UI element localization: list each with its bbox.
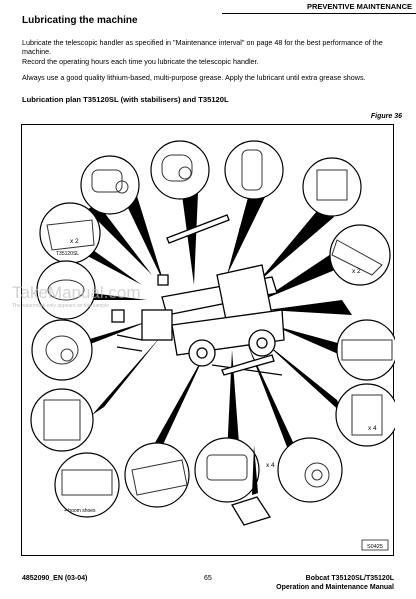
- lubrication-diagram: x 2 T35120SL x 2 x 4 x 4 + boom shoes S0…: [30, 140, 395, 551]
- detail-circle-right-upper: [329, 224, 391, 286]
- page-header: PREVENTIVE MAINTENANCE: [222, 2, 416, 14]
- figure-code: S0425: [367, 544, 383, 550]
- section-title: PREVENTIVE MAINTENANCE: [306, 2, 412, 11]
- detail-circle-bottom-3: [194, 437, 260, 503]
- detail-circle-right-mid: [336, 319, 395, 381]
- paragraph-intro: Lubricate the telescopic handler as spec…: [22, 38, 383, 56]
- footer-doc-id: 4852090_EN (03-04): [22, 575, 88, 582]
- detail-circle-left: [36, 260, 96, 320]
- detail-circle-top-center: [224, 140, 284, 200]
- detail-circle-left-lower: [30, 388, 94, 452]
- detail-circle-top-right: [302, 157, 362, 217]
- detail-circle-left-mid: [31, 319, 93, 381]
- figure-label: Figure 36: [370, 113, 402, 120]
- section-subtitle: Lubrication plan T35120SL (with stabilis…: [22, 95, 229, 104]
- callout-boom-shoes: + boom shoes: [64, 508, 96, 514]
- callout-x4-right: x 4: [368, 425, 377, 432]
- telehandler-drawing: [111, 214, 285, 526]
- footer-model: Bobcat T35120SL/T35120L: [305, 575, 394, 582]
- detail-circle-top-left: [80, 155, 140, 215]
- footer-manual: Operation and Maintenance Manual: [276, 584, 394, 591]
- callout-x2-right: x 2: [352, 268, 361, 275]
- detail-circle-bottom-right: [277, 437, 343, 503]
- watermark-brand: TakeManual.com: [12, 283, 141, 302]
- detail-circle-bottom-2: [124, 442, 190, 508]
- paragraph-grease: Always use a good quality lithium-based,…: [22, 73, 366, 82]
- watermark-note: The watermark only appears on this sampl…: [12, 303, 109, 309]
- callout-x4-bottom: x 4: [266, 462, 275, 469]
- callout-x2-left: x 2: [70, 238, 79, 245]
- detail-circle-right-lower: [335, 383, 395, 447]
- page-title: Lubricating the machine: [22, 15, 138, 26]
- callout-model-tag: T35120SL: [56, 251, 79, 257]
- lubrication-figure: x 2 T35120SL x 2 x 4 x 4 + boom shoes S0…: [21, 124, 395, 556]
- detail-circle-bottom-left: [54, 452, 120, 518]
- footer-page-number: 65: [204, 575, 212, 582]
- paragraph-record: Record the operating hours each time you…: [22, 57, 259, 66]
